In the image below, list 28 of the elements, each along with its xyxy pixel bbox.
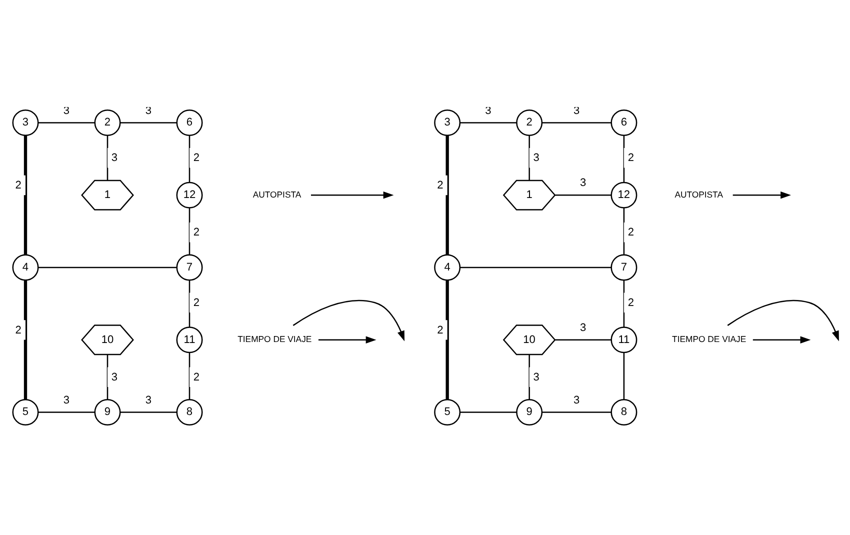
node-text: AUTOPISTA [252, 189, 302, 200]
edge-label: 2 [628, 226, 634, 239]
edge-label: 2 [437, 180, 444, 192]
edge-label: 2 [437, 324, 444, 336]
node-text: TIEMPO DE VIAJE [238, 334, 312, 344]
node-text: AUTOPISTA [674, 189, 723, 200]
edge-label: 2 [193, 226, 200, 239]
edge-label: 2 [628, 152, 634, 164]
edge-label: 2 [628, 296, 634, 309]
edge-label: 3 [111, 152, 118, 164]
edge-label: 3 [111, 371, 118, 384]
edge-label: 2 [15, 180, 22, 192]
edge-label: 3 [145, 104, 152, 117]
edge-label: 3 [63, 104, 70, 117]
edge-label: 2 [193, 152, 200, 164]
edge-label: 3 [63, 394, 70, 406]
edge-label: 3 [580, 177, 586, 190]
edge-label: 2 [193, 296, 200, 309]
edge-label: 3 [573, 394, 580, 406]
node-text: TIEMPO DE VIAJE [672, 334, 746, 344]
edge-label: 3 [533, 152, 540, 164]
edge-label: 3 [580, 322, 586, 334]
edge-label: 2 [193, 371, 200, 384]
edge-label: 2 [15, 324, 22, 336]
edge-label: 3 [573, 104, 580, 117]
edge-label: 3 [533, 371, 540, 384]
edge-label: 3 [485, 104, 492, 117]
edge-label: 3 [145, 394, 152, 406]
